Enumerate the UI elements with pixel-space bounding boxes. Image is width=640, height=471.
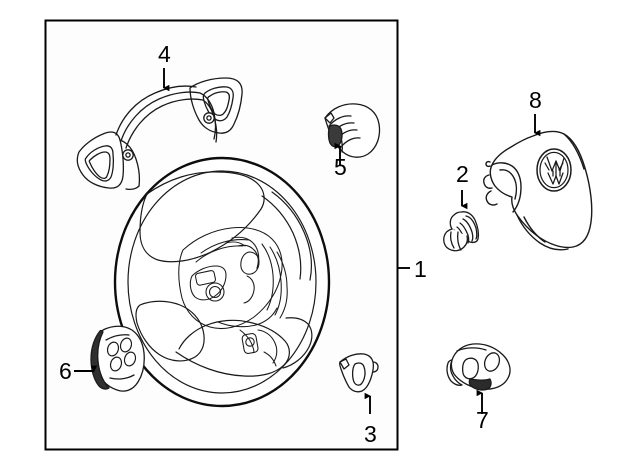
part-2-horn-contact-bushing	[443, 211, 480, 252]
callout-label-1: 1	[414, 256, 427, 282]
callout-label-2: 2	[456, 161, 469, 187]
part-6-multifunction-switch-left	[90, 325, 145, 392]
part-1-steering-wheel	[113, 156, 331, 408]
part-7-multifunction-switch-right	[446, 343, 511, 391]
part-3-retaining-clip	[338, 353, 379, 393]
callout-leaders	[74, 68, 541, 414]
part-8-driver-airbag-module	[483, 130, 593, 251]
callout-label-4: 4	[158, 41, 171, 67]
callout-label-5: 5	[334, 154, 347, 180]
callout-label-8: 8	[529, 87, 542, 113]
callout-label-3: 3	[364, 421, 377, 447]
callout-label-7: 7	[476, 407, 489, 433]
vw-logo-emblem	[536, 148, 572, 192]
part-4-trim-bezel-strip	[76, 77, 243, 191]
callout-label-6: 6	[59, 358, 72, 384]
